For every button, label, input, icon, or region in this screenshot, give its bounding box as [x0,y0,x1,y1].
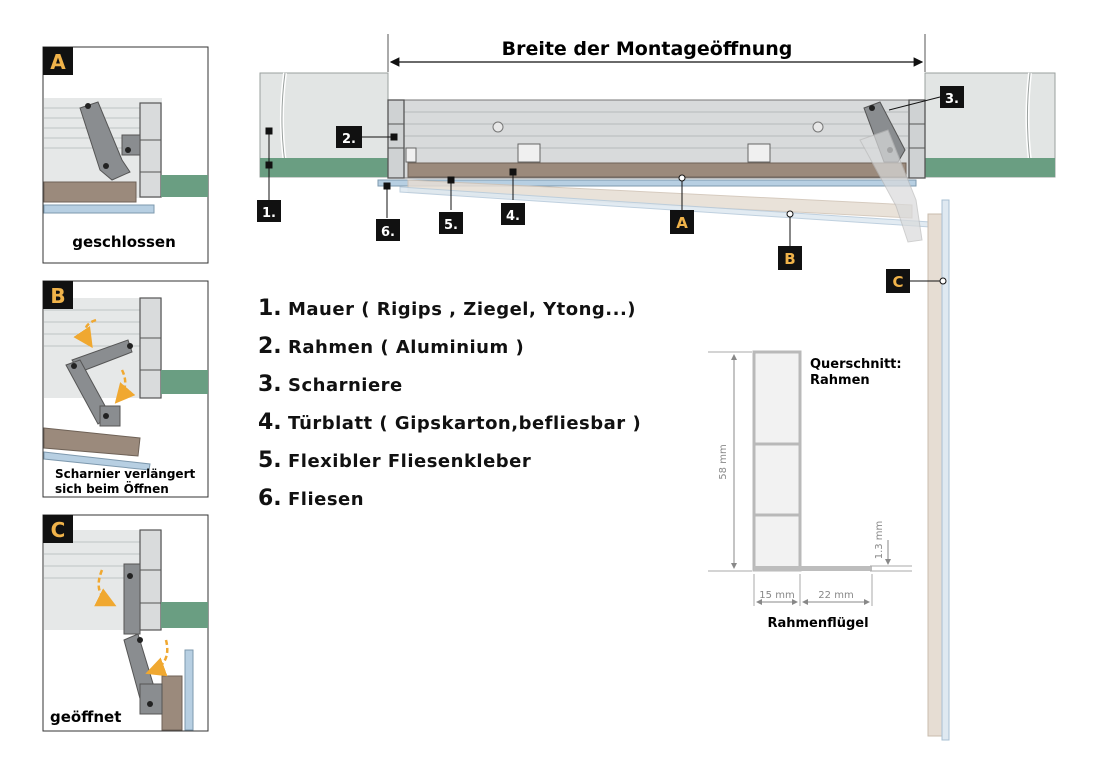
panel-b-caption-line2: sich beim Öffnen [55,481,169,496]
legend-number: 4. [258,410,282,435]
legend-item-2: 2. Rahmen ( Aluminium ) [258,334,698,372]
legend-item-4: 4. Türblatt ( Gipskarton,befliesbar ) [258,410,698,448]
legend-item-6: 6. Fliesen [258,486,698,524]
marker-5: 5. [439,212,463,234]
dim-lip: 1.3 mm [874,521,885,560]
legend-number: 5. [258,448,282,473]
legend-item-3: 3. Scharniere [258,372,698,410]
marker-4: 4. [501,203,525,225]
legend-number: 6. [258,486,282,511]
door-open-tiles [941,199,950,741]
marker-a: A [670,210,694,234]
svg-text:5.: 5. [444,218,458,233]
dim-width-2: 22 mm [818,590,853,601]
panel-a-letter-box [43,47,73,75]
panel-b-caption-line1: Scharnier verlängert [55,467,195,481]
legend-number: 2. [258,334,282,359]
panel-a-letter: A [50,50,66,74]
legend-number: 3. [258,372,282,397]
frame-right-profile [908,99,926,179]
svg-text:1.: 1. [262,206,276,221]
legend-text: Fliesen [288,489,365,510]
cross-section-profile [752,350,802,572]
legend-number: 1. [258,296,282,321]
svg-text:6.: 6. [381,225,395,240]
svg-text:2.: 2. [342,132,356,147]
left-tiles [260,158,388,177]
panel-a-caption: geschlossen [72,233,176,251]
marker-2: 2. [336,126,362,148]
panel-c-letter: C [51,518,66,542]
svg-text:A: A [676,214,688,232]
legend-text: Türblatt ( Gipskarton,befliesbar ) [288,413,642,434]
panel-b-letter: B [50,284,65,308]
marker-c: C [886,269,910,293]
marker-3: 3. [940,86,964,108]
svg-text:B: B [784,250,795,268]
dim-width-1: 15 mm [759,590,794,601]
marker-1: 1. [257,200,281,222]
door-open-leaf [927,213,943,737]
panel-a: A geschlossen [42,46,209,264]
legend-text: Rahmen ( Aluminium ) [288,337,525,358]
legend-text: Flexibler Fliesenkleber [288,451,532,472]
legend-text: Scharniere [288,375,403,396]
svg-text:C: C [892,273,903,291]
panel-c-caption: geöffnet [50,708,121,726]
cross-section-title-line2: Rahmen [810,373,870,388]
cross-section-caption: Rahmenflügel [767,616,868,631]
cross-section-lip [754,566,872,571]
cross-section-title-line1: Querschnitt: [810,357,902,372]
panel-c-letter-box [43,515,73,543]
legend: 1. Mauer ( Rigips , Ziegel, Ytong...) 2.… [258,296,698,524]
right-tiles [925,158,1055,177]
door-leaf [407,162,907,178]
dim-height: 58 mm [718,444,729,479]
marker-6: 6. [376,219,400,241]
diagram-title: Breite der Montageöffnung [502,38,793,60]
door-tiles [377,179,917,187]
panel-b-letter-box [43,281,73,309]
legend-item-1: 1. Mauer ( Rigips , Ziegel, Ytong...) [258,296,698,334]
main-plan-view: Breite der Montageöffnung [257,34,1056,741]
svg-text:3.: 3. [945,92,959,107]
cross-section: 58 mm 1.3 mm 15 mm 22 mm Querschnitt: Ra… [708,350,912,631]
svg-text:4.: 4. [506,209,520,224]
legend-item-5: 5. Flexibler Fliesenkleber [258,448,698,486]
marker-b: B [778,246,802,270]
legend-text: Mauer ( Rigips , Ziegel, Ytong...) [288,299,637,320]
panel-c: C geöffnet [42,514,209,732]
panel-b: B Scharnier verlängert sich beim Öffnen [42,280,209,498]
